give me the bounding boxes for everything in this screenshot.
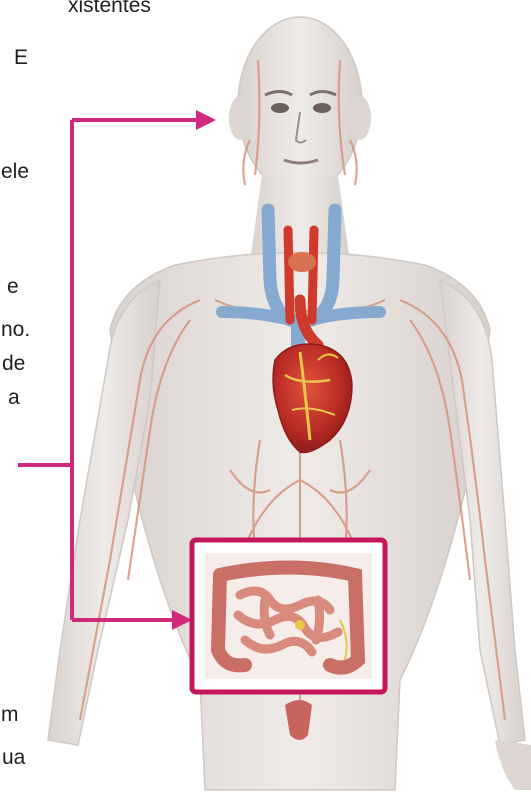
intestine-inset [192, 540, 385, 692]
thyroid [288, 252, 316, 272]
